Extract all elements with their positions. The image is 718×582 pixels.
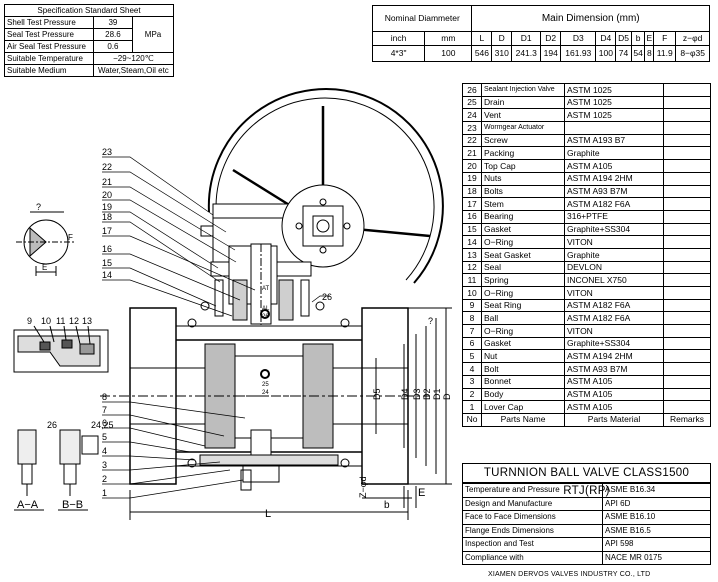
dim-value: 8−φ35 <box>675 45 710 62</box>
dim-D2-label: D2 <box>422 388 432 400</box>
spec-unit: MPa <box>132 16 174 53</box>
dim-value: 194 <box>540 45 562 62</box>
dim-value: 241.3 <box>511 45 542 62</box>
valve-body <box>100 307 430 491</box>
section-bb-label: B−B <box>62 499 83 511</box>
callout-9: 9 <box>27 316 32 326</box>
dim-D3-label: D3 <box>412 388 422 400</box>
dim-value: 11.9 <box>653 45 677 62</box>
callout-4: 4 <box>102 446 107 456</box>
section-aa-label: A−A <box>17 499 39 511</box>
callout-19: 19 <box>102 202 112 212</box>
parts-header-name: Parts Name <box>481 412 565 427</box>
dim-F-label: F <box>68 233 73 242</box>
callout-22: 22 <box>102 162 112 172</box>
dimensions-table: Nominal Diammeter Main Dimension (mm) in… <box>371 5 710 62</box>
callout-20: 20 <box>102 190 112 200</box>
dim-D4-label: D4 <box>400 388 410 400</box>
dim-value: 54 <box>630 45 646 62</box>
callout-18: 18 <box>102 212 112 222</box>
detail-question-2: ? <box>428 316 433 326</box>
callout-23: 23 <box>102 147 112 157</box>
stem-section-detail <box>16 211 76 276</box>
dim-D5-label: D5 <box>372 388 382 400</box>
stem-label-at: AT <box>262 286 270 292</box>
callout-21: 21 <box>102 177 112 187</box>
detail-question-1: ? <box>36 202 41 212</box>
ball-label-25: 25 <box>262 382 269 388</box>
callout-1: 1 <box>102 488 107 498</box>
callout-26: 26 <box>322 292 332 302</box>
callout-2: 2 <box>102 474 107 484</box>
dim-L-label: L <box>265 508 271 520</box>
section-bb-2425: 24,25 <box>91 420 114 430</box>
nominal-header: Nominal Diammeter <box>371 5 473 32</box>
callout-10: 10 <box>41 316 51 326</box>
dim-E-label: E <box>42 263 47 272</box>
ball-port-marks <box>260 309 270 379</box>
callout-16: 16 <box>102 244 112 254</box>
stem-label-26: 26 <box>262 314 269 320</box>
standard-value: ASME B16.34 <box>602 483 711 498</box>
section-aa-26: 26 <box>47 420 57 430</box>
company-footer: XIAMEN DERVOS VALVES INDUSTRY CO., LTD <box>488 571 651 578</box>
standard-label: Temperature and Pressure <box>462 483 603 498</box>
callout-12: 12 <box>69 316 79 326</box>
dim-D1-label: D1 <box>432 388 442 400</box>
callout-6: 6 <box>102 418 107 428</box>
callout-8: 8 <box>102 392 107 402</box>
callout-leaders <box>102 156 330 499</box>
dim-b-label: b <box>384 500 390 511</box>
callout-17: 17 <box>102 226 112 236</box>
callout-7: 7 <box>102 405 107 415</box>
standard-label: Compliance with <box>462 550 603 565</box>
dim-E-bottom-label: E <box>418 487 425 499</box>
parts-header-remarks: Remarks <box>663 412 711 427</box>
dim-value: 161.93 <box>560 45 597 62</box>
callout-5: 5 <box>102 432 107 442</box>
callout-13: 13 <box>82 316 92 326</box>
callout-14: 14 <box>102 270 112 280</box>
dim-D-label: D <box>442 393 452 400</box>
dim-mm-value: 100 <box>424 45 473 62</box>
dim-zd-label: Z−φd <box>358 476 368 498</box>
standard-value: NACE MR 0175 <box>602 550 711 565</box>
section-views <box>14 429 99 511</box>
seat-detail <box>13 325 109 373</box>
spec-sheet-table: Specification Standard Sheet Shell Test … <box>4 4 175 77</box>
dimension-lines <box>129 307 452 520</box>
standard-value: API 6D <box>602 496 711 511</box>
dim-value: 546 <box>471 45 493 62</box>
dim-value: 100 <box>595 45 617 62</box>
callout-3: 3 <box>102 460 107 470</box>
stem-label-al: AL <box>262 306 270 312</box>
callout-11: 11 <box>56 316 65 326</box>
spec-value: Water,Steam,Oil etc <box>92 64 175 77</box>
callout-15: 15 <box>102 258 112 268</box>
dim-col: b <box>630 31 646 46</box>
spec-label: Suitable Medium <box>4 64 94 77</box>
ball-label-24: 24 <box>262 390 269 396</box>
